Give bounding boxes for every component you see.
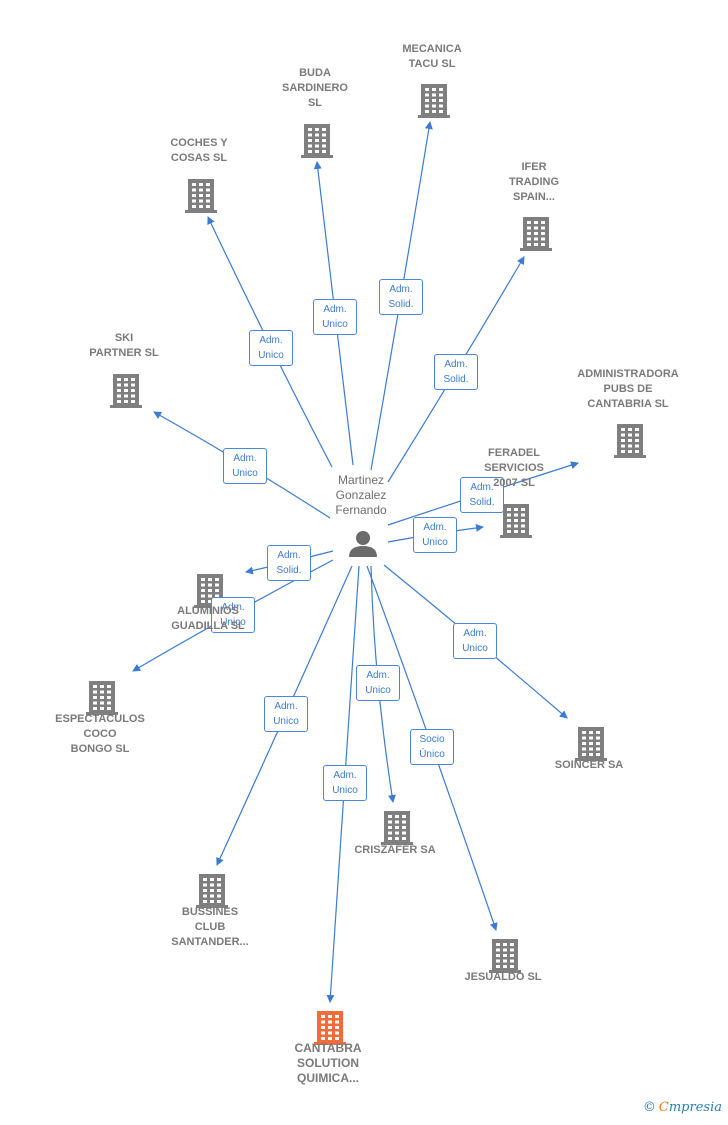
node-label-jesualdo[interactable]: JESUALDO SL — [464, 971, 542, 983]
edge-label-ski[interactable]: Adm. Unico — [223, 448, 267, 484]
edge-label-soincer[interactable]: Adm. Unico — [453, 623, 497, 659]
person-icon[interactable] — [349, 531, 377, 557]
building-icon-soincer[interactable] — [575, 727, 607, 761]
node-label-bussines[interactable]: BUSSINES CLUB SANTANDER... — [171, 906, 249, 948]
building-icon-coches[interactable] — [185, 179, 217, 213]
center-person-label[interactable]: Martinez Gonzalez Fernando — [335, 473, 387, 517]
edges-layer — [132, 121, 579, 1003]
edge-label-bussines[interactable]: Adm. Unico — [264, 696, 308, 732]
building-icon-ski[interactable] — [110, 374, 142, 408]
node-label-administradora[interactable]: ADMINISTRADORA PUBS DE CANTABRIA SL — [577, 368, 679, 410]
node-label-espectaculos[interactable]: ESPECTACULOS COCO BONGO SL — [55, 713, 145, 755]
edge-label-coches[interactable]: Adm. Unico — [249, 330, 293, 366]
node-label-criszafer[interactable]: CRISZAFER SA — [354, 844, 436, 856]
node-label-coches[interactable]: COCHES Y COSAS SL — [170, 137, 228, 164]
node-label-ski[interactable]: SKI PARTNER SL — [89, 332, 159, 359]
edge-label-cantabra[interactable]: Adm. Unico — [323, 765, 367, 801]
building-icon-jesualdo[interactable] — [489, 939, 521, 973]
edge-label-espectaculos[interactable]: Adm. Unico — [211, 597, 255, 633]
edge-label-buda[interactable]: Adm. Unico — [313, 299, 357, 335]
copyright-brand[interactable]: ©Cmpresia — [643, 1100, 722, 1115]
building-icon-criszafer[interactable] — [381, 811, 413, 845]
brand-name-rest: mpresia — [668, 1100, 722, 1115]
edge-label-criszafer[interactable]: Adm. Unico — [356, 665, 400, 701]
edge-label-administradora[interactable]: Adm. Solid. — [460, 477, 504, 513]
building-icon-bussines[interactable] — [196, 874, 228, 908]
edge-label-aluminios[interactable]: Adm. Solid. — [267, 545, 311, 581]
node-label-feradel[interactable]: FERADEL SERVICIOS 2007 SL — [484, 447, 544, 489]
building-icon-mecanica[interactable] — [418, 84, 450, 118]
building-icon-ifer[interactable] — [520, 217, 552, 251]
edge-label-jesualdo[interactable]: Socio Único — [410, 729, 454, 765]
building-icon-buda[interactable] — [301, 124, 333, 158]
node-label-soincer[interactable]: SOINCER SA — [554, 759, 624, 771]
edge-label-ifer[interactable]: Adm. Solid. — [434, 354, 478, 390]
edge-label-mecanica[interactable]: Adm. Solid. — [379, 279, 423, 315]
building-icon-feradel[interactable] — [500, 504, 532, 538]
nodes-layer — [86, 84, 646, 1045]
node-label-buda[interactable]: BUDA SARDINERO SL — [281, 67, 348, 109]
node-label-cantabra[interactable]: CANTABRA SOLUTION QUIMICA... — [294, 1041, 362, 1085]
building-icon-espectaculos[interactable] — [86, 681, 118, 715]
building-icon-administradora[interactable] — [614, 424, 646, 458]
node-label-mecanica[interactable]: MECANICA TACU SL — [402, 43, 462, 70]
building-icon-cantabra[interactable] — [314, 1011, 346, 1045]
edge-label-feradel[interactable]: Adm. Unico — [413, 517, 457, 553]
copyright-symbol: © — [642, 1100, 656, 1115]
node-label-ifer[interactable]: IFER TRADING SPAIN... — [508, 161, 560, 203]
brand-first-letter: C — [658, 1100, 669, 1115]
node-label-aluminios[interactable]: ALUMINIOS GUADILLA SL — [171, 605, 245, 632]
